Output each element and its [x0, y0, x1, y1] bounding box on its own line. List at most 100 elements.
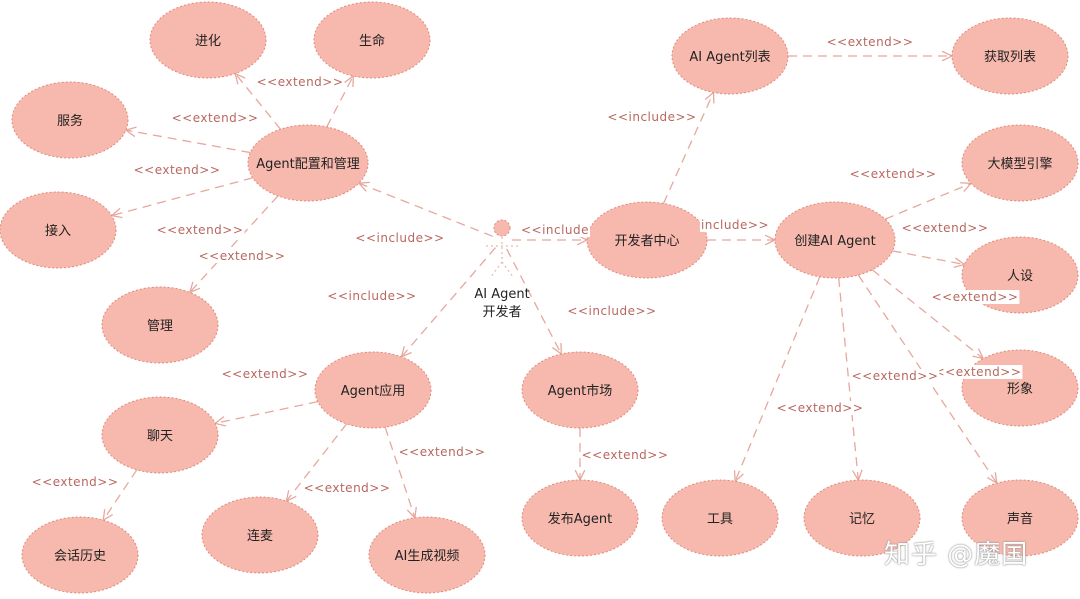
use-case-llm[interactable]: 大模型引擎	[961, 124, 1079, 202]
relation-label-background	[848, 167, 938, 181]
actor-head-icon	[493, 219, 511, 237]
use-case-publish[interactable]: 发布Agent	[521, 479, 639, 557]
relation-label-group: <<extend>>	[930, 290, 1020, 304]
use-case-ellipse	[661, 479, 779, 557]
use-case-evolve[interactable]: 进化	[149, 1, 267, 79]
use-case-market[interactable]: Agent市场	[521, 351, 639, 429]
use-case-chat[interactable]: 聊天	[101, 396, 219, 474]
relation-label-group: <<extend>>	[30, 475, 120, 489]
use-case-config[interactable]: Agent配置和管理	[247, 124, 369, 202]
relation-label-group: <<extend>>	[170, 111, 260, 125]
relation-label-background	[900, 221, 990, 235]
relation-label-background	[566, 304, 658, 318]
relation-label: include>>	[701, 218, 769, 232]
use-case-access[interactable]: 接入	[0, 191, 117, 269]
use-case-memory[interactable]: 记忆	[803, 479, 921, 557]
arrowhead-icon	[953, 257, 966, 268]
relation-label-background	[132, 163, 222, 177]
relation-label-group: <<extend>>	[900, 221, 990, 235]
relation-labels: <<extend>><<extend>><<extend>><<extend>>…	[30, 35, 1023, 495]
relation-label: <<include>>	[607, 110, 696, 124]
relation-label: <<include	[521, 223, 589, 237]
dashed-line	[102, 469, 138, 521]
relation-label: <<extend>>	[172, 111, 259, 125]
use-case-getlist[interactable]: 获取列表	[951, 17, 1069, 95]
relation-label-group: <<extend>>	[155, 223, 245, 237]
relation-label-group: <<extend>>	[255, 75, 345, 89]
relation-app-video	[384, 426, 417, 520]
use-case-mic[interactable]: 连麦	[201, 496, 319, 574]
use-case-ellipse	[671, 17, 789, 95]
use-case-ellipse	[521, 479, 639, 557]
use-case-ellipse	[201, 496, 319, 574]
use-case-service[interactable]: 服务	[11, 81, 129, 159]
use-case-ellipse	[961, 124, 1079, 202]
use-case-ellipse	[313, 1, 431, 79]
relation-label-background	[825, 35, 915, 49]
use-case-ellipse	[0, 191, 117, 269]
use-case-ellipse	[101, 286, 219, 364]
use-case-label: 管理	[147, 319, 173, 334]
use-case-label: 生命	[359, 33, 385, 49]
use-case-ellipse	[521, 351, 639, 429]
use-case-history[interactable]: 会话历史	[21, 516, 139, 594]
use-case-image[interactable]: 形象	[961, 349, 1079, 427]
relation-label: <<include>>	[567, 304, 656, 318]
relation-label-group: <<include>>	[566, 304, 658, 318]
relation-label: <<extend>>	[777, 401, 864, 415]
relation-label-background	[606, 110, 698, 124]
use-case-video[interactable]: AI生成视频	[368, 516, 486, 594]
relation-label: <<extend>>	[935, 365, 1022, 379]
relation-label-background	[699, 218, 771, 232]
relation-label: <<extend>>	[134, 163, 221, 177]
use-case-label: 聊天	[147, 429, 173, 444]
use-case-ellipse	[961, 479, 1079, 557]
use-case-devcenter[interactable]: 开发者中心	[586, 201, 708, 279]
arrowhead-icon	[124, 126, 137, 138]
dashed-line	[358, 182, 493, 237]
relation-label-group: <<extend>>	[775, 401, 865, 415]
use-case-voice[interactable]: 声音	[961, 479, 1079, 557]
relation-label-background	[775, 401, 865, 415]
use-case-create[interactable]: 创建AI Agent	[774, 201, 896, 279]
use-case-ellipse	[586, 201, 708, 279]
use-case-tools[interactable]: 工具	[661, 479, 779, 557]
relation-label-background	[326, 289, 418, 303]
watermark: 知乎 @魔国	[884, 540, 1029, 570]
dashed-line	[125, 129, 251, 154]
relation-list-getlist	[788, 50, 954, 62]
relation-config-service	[124, 126, 251, 154]
use-case-ellipse	[21, 516, 139, 594]
relation-label-group: <<include>>	[606, 110, 698, 124]
use-case-ellipse	[774, 201, 896, 279]
dashed-line	[506, 248, 562, 355]
relation-label-group: <<extend>>	[302, 481, 392, 495]
relation-label-group: <<extend>>	[933, 365, 1023, 379]
relation-label-background	[354, 231, 446, 245]
relation-label-background	[580, 448, 670, 462]
use-case-app[interactable]: Agent应用	[314, 351, 432, 429]
use-case-list[interactable]: AI Agent列表	[671, 17, 789, 95]
relation-label: <<extend>>	[852, 369, 939, 383]
relation-label: <<extend>>	[257, 75, 344, 89]
actor-body-icon	[486, 237, 518, 279]
relation-label-background	[30, 475, 120, 489]
relation-label-group: <<include>>	[354, 231, 446, 245]
relation-label: <<extend>>	[902, 221, 989, 235]
relation-label-group: <<extend>>	[848, 167, 938, 181]
relation-devcenter-create	[707, 234, 777, 246]
relation-label: <<extend>>	[199, 249, 286, 263]
use-case-label: 发布Agent	[548, 511, 612, 527]
relation-label-background	[197, 249, 287, 263]
relation-label: <<extend>>	[32, 475, 119, 489]
use-case-label: 工具	[707, 512, 733, 527]
use-case-ellipse	[368, 516, 486, 594]
use-case-ellipse	[803, 479, 921, 557]
use-case-life[interactable]: 生命	[313, 1, 431, 79]
use-case-manage[interactable]: 管理	[101, 286, 219, 364]
use-case-label: 服务	[57, 113, 83, 129]
relation-label-group: <<extend>>	[397, 445, 487, 459]
